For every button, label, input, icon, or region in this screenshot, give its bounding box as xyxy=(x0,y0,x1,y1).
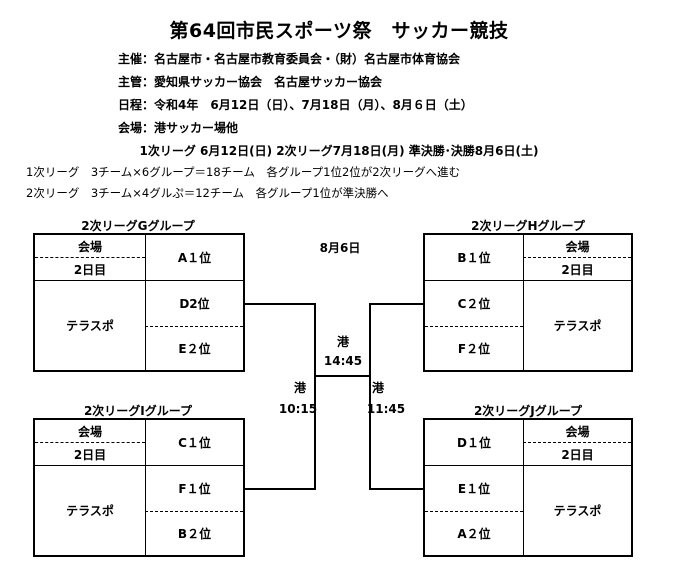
bracket-j-connector xyxy=(369,488,423,490)
group-i-col-divider xyxy=(145,420,146,555)
group-h-team-3: F２位 xyxy=(457,342,491,356)
group-g-dash-1 xyxy=(35,257,145,258)
group-h-venue-label: 会場 xyxy=(565,239,590,254)
group-j-dash-2 xyxy=(425,511,523,512)
group-i-team-2: F１位 xyxy=(178,482,211,496)
final-venue: 港 xyxy=(336,335,349,349)
note-second-league: 2次リーグ 3チーム×4グルぷ＝12チーム 各グループ1位が準決勝へ xyxy=(26,186,389,200)
group-i-day-label: 2日目 xyxy=(73,447,107,462)
group-g-dash-2 xyxy=(145,326,243,327)
group-h-row-divider xyxy=(425,280,631,281)
group-j-field: テラスポ xyxy=(553,504,602,518)
group-h-table: B１位 C２位 F２位 会場 2日目 テラスポ xyxy=(423,233,633,372)
group-h-team-1: B１位 xyxy=(457,251,491,265)
manager-line: 主管：愛知県サッカー協会 名古屋サッカー協会 xyxy=(118,75,383,89)
group-j-day-label: 2日目 xyxy=(561,447,594,462)
group-i-dash-2 xyxy=(145,511,243,512)
group-j-team-1: D１位 xyxy=(457,436,491,450)
group-i-field: テラスポ xyxy=(66,504,114,518)
final-time: 14:45 xyxy=(323,354,363,368)
group-g-team-2: D2位 xyxy=(179,297,210,311)
group-j-row-divider xyxy=(425,465,631,466)
group-i-dash-1 xyxy=(35,442,145,443)
group-i-row-divider xyxy=(35,465,243,466)
semi-left-time: 10:15 xyxy=(278,402,318,416)
group-g-field: テラスポ xyxy=(66,319,114,333)
bracket-i-connector xyxy=(245,488,316,490)
note-first-league: 1次リーグ 3チーム×6グループ＝18チーム 各グループ1位2位が2次リーグへ進… xyxy=(26,165,461,179)
group-j-col-divider xyxy=(523,420,524,555)
group-g-title: 2次リーグGグループ xyxy=(81,219,195,233)
group-h-dash-2 xyxy=(425,326,523,327)
group-i-team-3: B２位 xyxy=(177,527,212,541)
group-i-table: 会場 2日目 テラスポ C１位 F１位 B２位 xyxy=(33,418,245,557)
group-j-team-2: E１位 xyxy=(457,482,491,496)
venue-line: 会場：港サッカー場他 xyxy=(118,121,239,135)
group-g-venue-label: 会場 xyxy=(77,239,102,254)
group-h-field: テラスポ xyxy=(553,319,602,333)
schedule-line: 1次リーグ 6月12日(日) 2次リーグ7月18日(月) 準決勝･決勝8月6日(… xyxy=(139,144,539,158)
group-g-day-label: 2日目 xyxy=(73,262,107,277)
group-h-dash-1 xyxy=(523,257,631,258)
group-i-title: 2次リーグIグループ xyxy=(83,404,193,418)
group-j-title: 2次リーグJグループ xyxy=(473,404,583,418)
group-i-venue-label: 会場 xyxy=(77,424,102,439)
final-date: 8月6日 xyxy=(319,241,361,255)
bracket-g-connector xyxy=(245,303,316,305)
semi-right-venue: 港 xyxy=(371,381,384,395)
group-g-team-1: A１位 xyxy=(177,251,212,265)
group-h-col-divider xyxy=(523,235,524,370)
dates-line: 日程：令和4年 6月12日（日）、7月18日（月）、8月６日（土） xyxy=(118,98,473,112)
sponsor-line: 主催：名古屋市・名古屋市教育委員会・（財）名古屋市体育協会 xyxy=(118,52,461,66)
group-j-team-3: A２位 xyxy=(457,527,491,541)
bracket-final-connector xyxy=(316,375,369,377)
bracket-h-connector xyxy=(369,303,423,305)
group-i-team-1: C１位 xyxy=(178,436,211,450)
group-j-dash-1 xyxy=(523,442,631,443)
group-g-team-3: E２位 xyxy=(178,342,211,356)
group-h-team-2: C２位 xyxy=(457,297,491,311)
group-g-table: 会場 2日目 テラスポ A１位 D2位 E２位 xyxy=(33,233,245,372)
group-j-venue-label: 会場 xyxy=(565,424,590,439)
group-j-table: D１位 E１位 A２位 会場 2日目 テラスポ xyxy=(423,418,633,557)
semi-left-venue: 港 xyxy=(293,381,306,395)
bracket-right-semi-vertical xyxy=(369,303,371,490)
group-h-day-label: 2日目 xyxy=(561,262,594,277)
semi-right-time: 11:45 xyxy=(366,402,406,416)
page-title: 第64回市民スポーツ祭 サッカー競技 xyxy=(169,20,509,42)
bracket-left-semi-vertical xyxy=(314,303,316,490)
group-h-title: 2次リーグHグループ xyxy=(471,219,585,233)
group-g-col-divider xyxy=(145,235,146,370)
group-g-row-divider xyxy=(35,280,243,281)
